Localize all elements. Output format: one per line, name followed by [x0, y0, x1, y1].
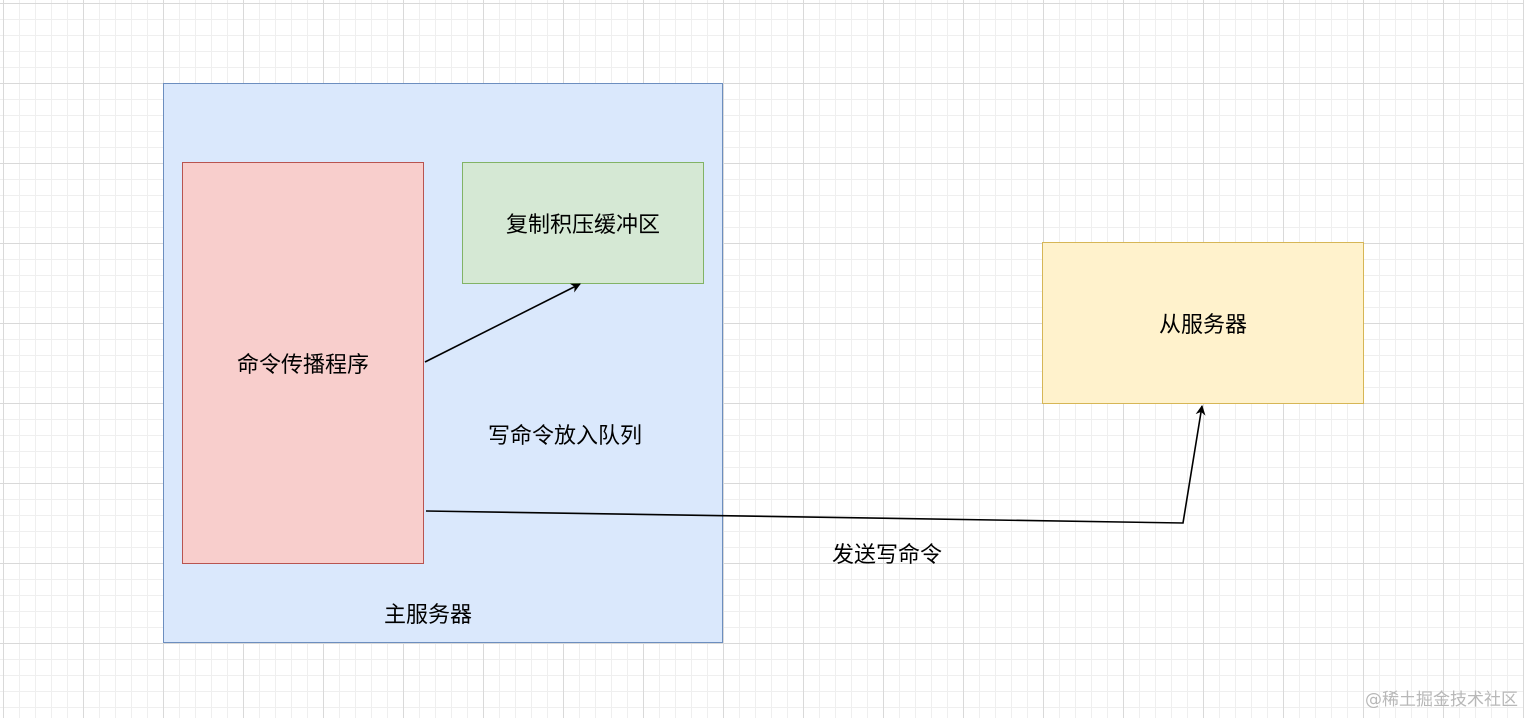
watermark: @稀土掘金技术社区 — [1365, 690, 1518, 710]
enqueue-edge-label: 写命令放入队列 — [488, 424, 643, 449]
main-server-label: 主服务器 — [384, 603, 473, 628]
command-propagator-label: 命令传播程序 — [236, 353, 369, 378]
send-arrow — [425, 405, 1206, 524]
slave-server-box[interactable]: 从服务器 — [1042, 242, 1364, 404]
command-propagator-box[interactable]: 命令传播程序 — [182, 162, 424, 564]
enqueue-arrow — [424, 283, 581, 363]
send-edge-label: 发送写命令 — [832, 543, 943, 568]
replication-backlog-label: 复制积压缓冲区 — [505, 213, 660, 238]
slave-server-label: 从服务器 — [1158, 313, 1247, 338]
replication-backlog-box[interactable]: 复制积压缓冲区 — [462, 162, 704, 284]
